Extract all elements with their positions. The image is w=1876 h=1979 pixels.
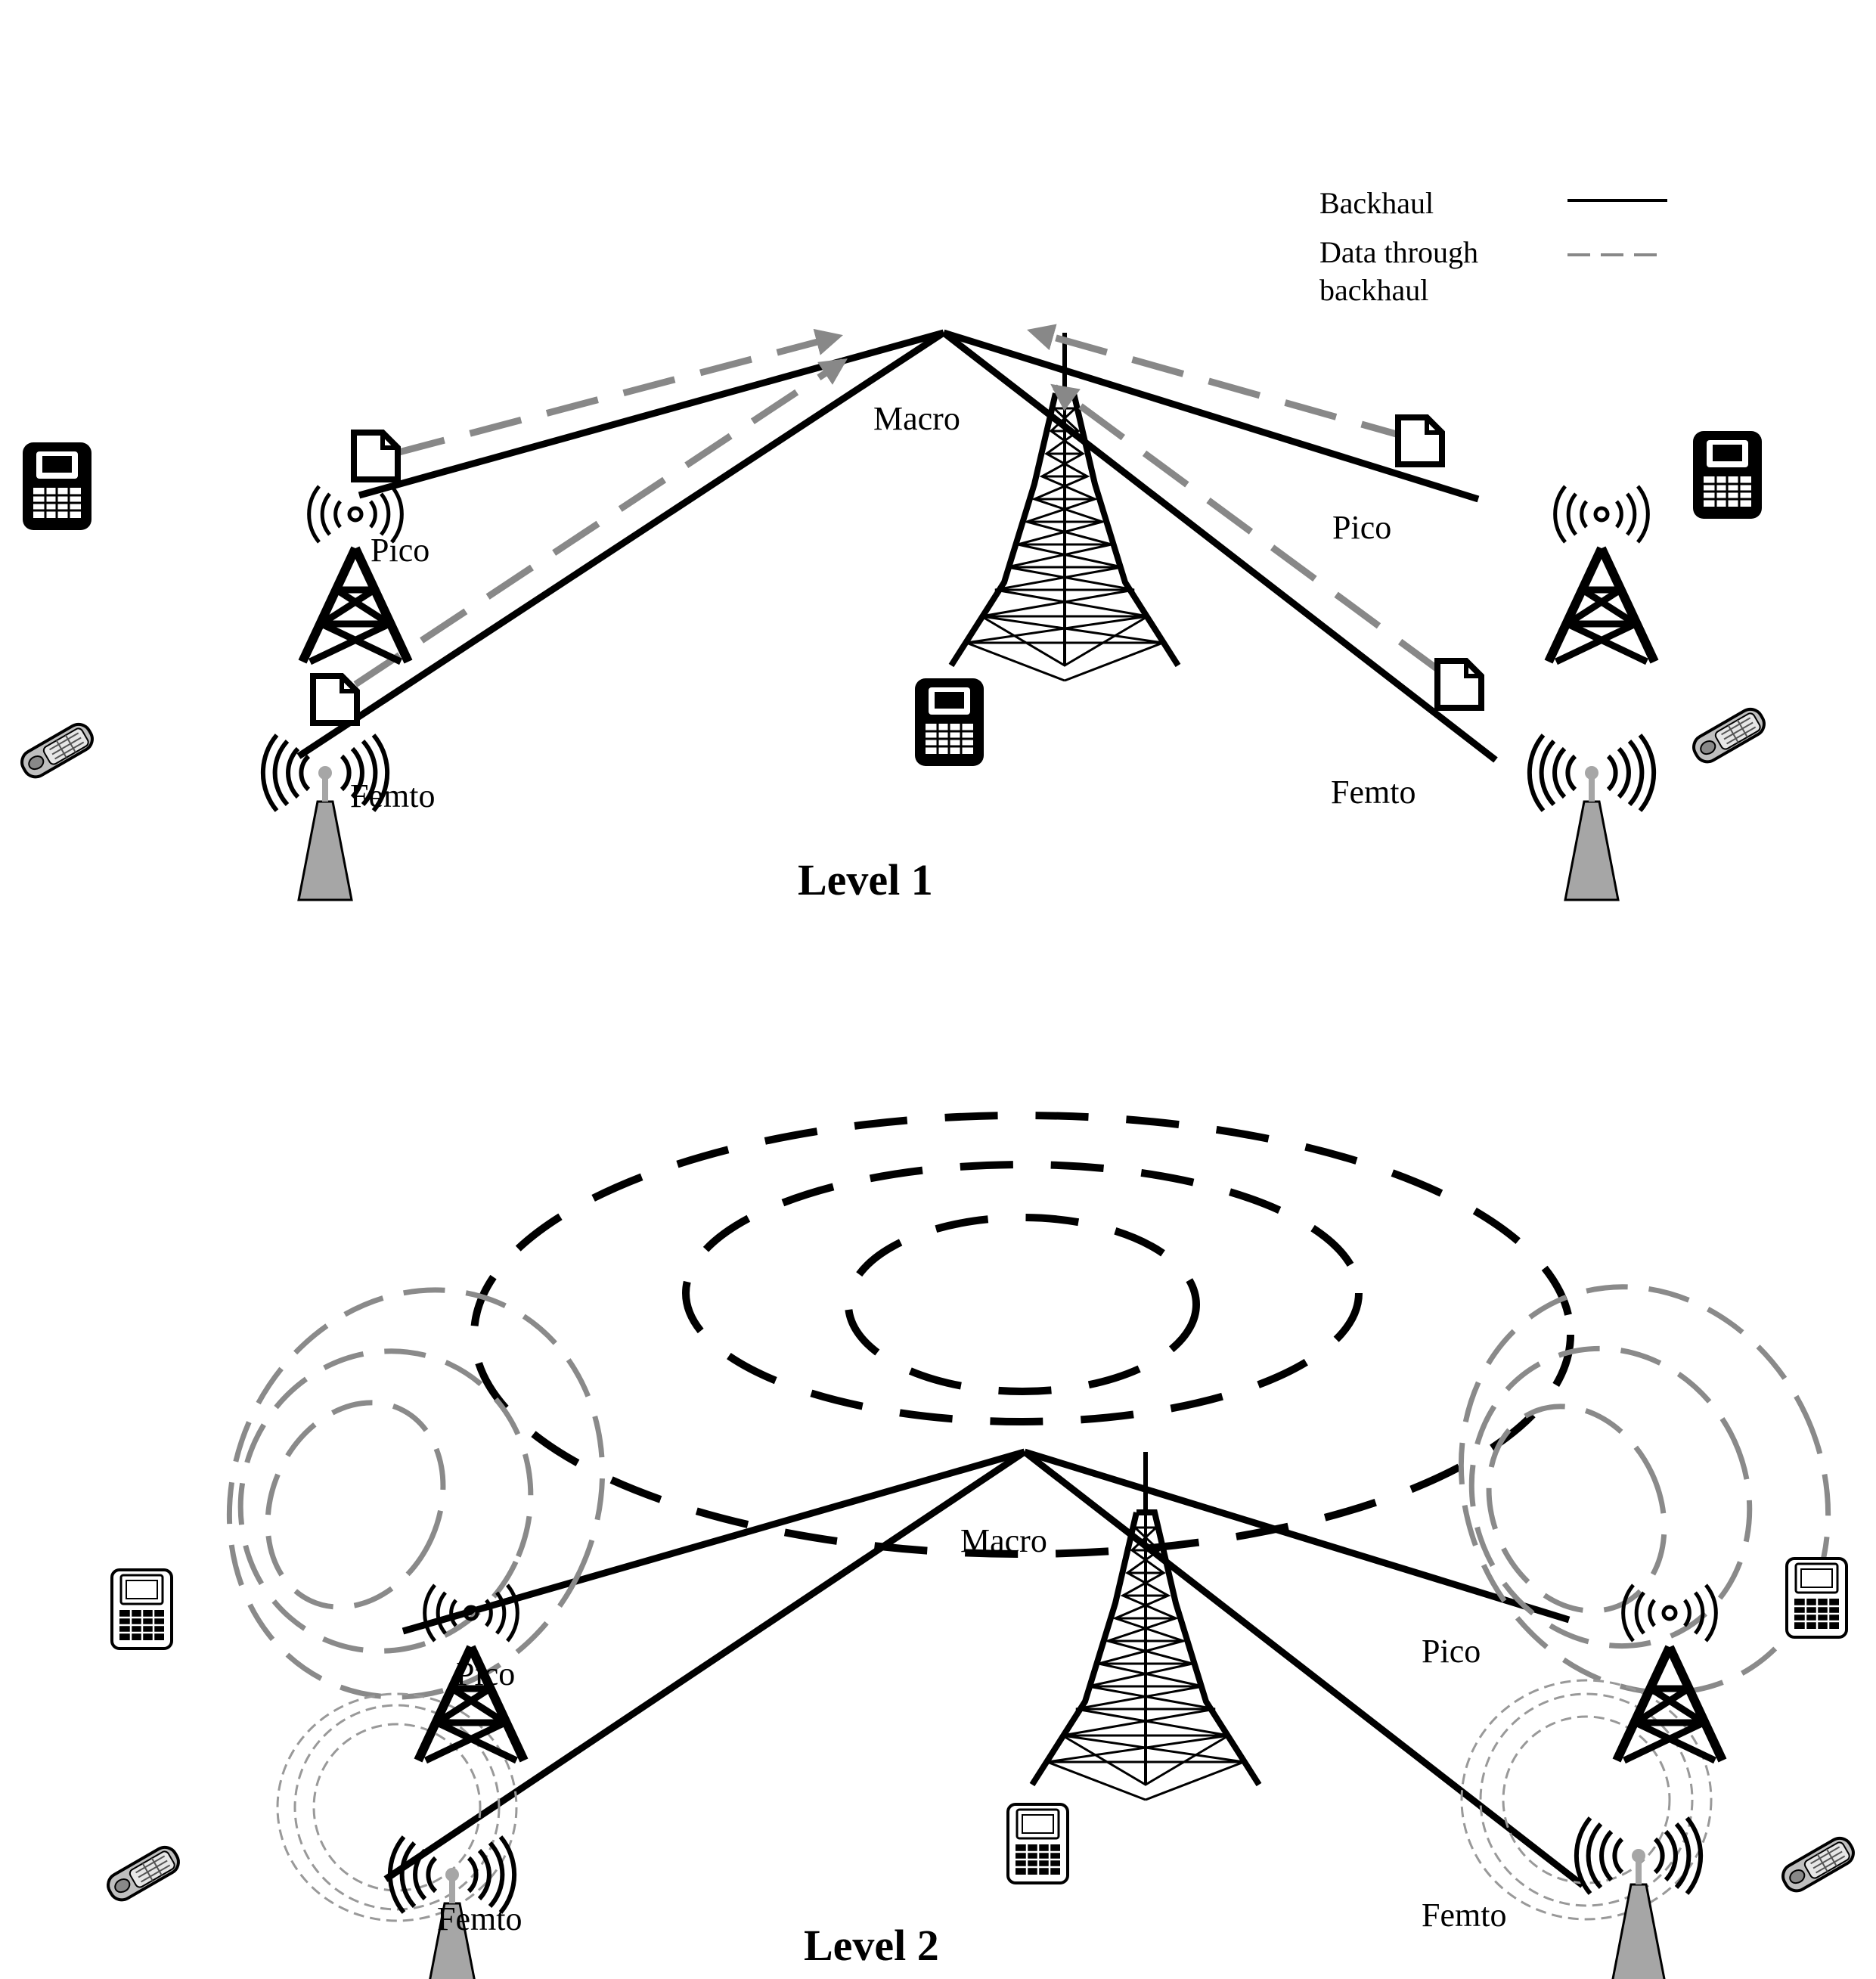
document-icon: [313, 676, 357, 723]
femto-label: Femto: [1331, 774, 1416, 811]
femto-label: Femto: [350, 777, 435, 814]
legend: Backhaul Data through backhaul: [1319, 186, 1667, 307]
femto-tower-icon: [1530, 735, 1654, 900]
legend-backhaul-label: Backhaul: [1319, 186, 1434, 220]
phone-icon: [913, 677, 985, 768]
backhaul-lines-level-2: [383, 1448, 1585, 1888]
macro-tower-icon: [1032, 1452, 1259, 1800]
level-2: Macro Pico Pico Femto Femto Level 2: [102, 1112, 1859, 1979]
pico-tower-icon: [1617, 1585, 1723, 1760]
flip-phone-icon: [1688, 703, 1770, 768]
pico-label: Pico: [371, 532, 429, 569]
document-icon: [354, 433, 398, 479]
macro-tower-icon: [951, 333, 1178, 681]
femto-label: Femto: [1422, 1897, 1506, 1934]
document-icon: [1437, 661, 1481, 708]
phone-icon: [110, 1568, 173, 1650]
macro-label: Macro: [960, 1522, 1047, 1559]
backhaul-lines-level-1: [296, 329, 1498, 763]
pico-label: Pico: [1422, 1633, 1481, 1670]
femto-coverage-rings: [276, 1679, 1713, 1922]
femto-tower-icon: [263, 735, 387, 900]
level-title: Level 1: [798, 855, 933, 904]
pico-tower-icon: [1549, 486, 1654, 662]
level-title: Level 2: [804, 1921, 939, 1970]
flip-phone-icon: [102, 1841, 184, 1906]
phone-icon: [21, 441, 93, 532]
pico-label: Pico: [456, 1655, 515, 1692]
level-1: Macro Pico Pico Femto Femto Level 1 Back…: [16, 186, 1770, 904]
phone-icon: [1785, 1557, 1848, 1639]
data-flow-arrows: [353, 324, 1445, 687]
phone-icon: [1006, 1803, 1069, 1884]
pico-label: Pico: [1332, 509, 1391, 546]
phone-icon: [1692, 430, 1763, 520]
macro-coverage-rings: [470, 1112, 1574, 1558]
pico-coverage-rings: [226, 1284, 1831, 1700]
macro-label: Macro: [873, 400, 960, 437]
legend-data-label-2: backhaul: [1319, 273, 1428, 307]
flip-phone-icon: [1777, 1832, 1859, 1897]
legend-data-label: Data through: [1319, 235, 1478, 269]
document-icon: [1398, 417, 1442, 464]
flip-phone-icon: [16, 718, 98, 783]
femto-tower-icon: [1577, 1818, 1701, 1979]
femto-label: Femto: [437, 1900, 522, 1937]
pico-tower-icon: [302, 486, 408, 662]
